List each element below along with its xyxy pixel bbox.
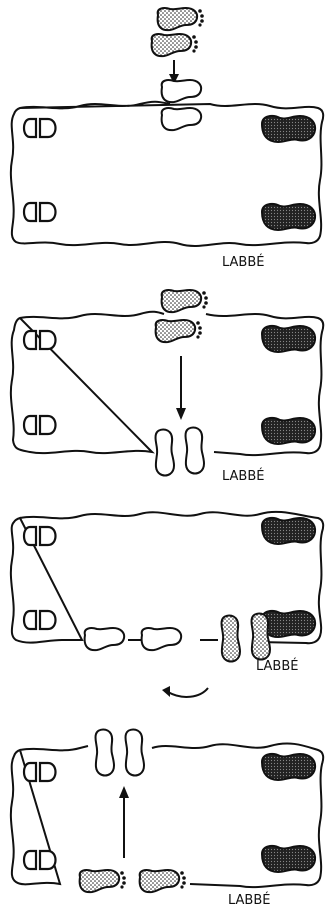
- start-foot-back: [152, 34, 198, 56]
- left-toe-marker-bottom: [24, 203, 56, 221]
- left-toe-marker-bottom: [24, 851, 56, 869]
- trail-foot-left: [85, 628, 125, 650]
- opponent-foot-top: [262, 518, 315, 544]
- landing-foot-left: [95, 730, 114, 776]
- landing-foot-back: [162, 108, 202, 130]
- artist-signature: LABBÉ: [222, 254, 265, 270]
- opponent-foot-bottom: [262, 204, 315, 230]
- arrow-head: [119, 786, 129, 798]
- left-toe-marker-bottom: [24, 416, 56, 434]
- start-foot-front: [158, 8, 204, 30]
- rotation-arrow: [168, 688, 208, 697]
- pivot-foot-right: [251, 614, 270, 660]
- panel-4: LABBÉ: [11, 730, 323, 909]
- left-toe-marker-top: [24, 527, 56, 545]
- left-toe-marker-bottom: [24, 611, 56, 629]
- opponent-foot-top: [262, 326, 315, 352]
- trail-foot-right: [142, 628, 182, 650]
- opponent-foot-bottom: [262, 611, 315, 637]
- start-foot-back: [156, 320, 202, 342]
- opponent-foot-top: [262, 116, 315, 142]
- start-foot-right: [140, 870, 186, 892]
- start-foot-front: [162, 290, 208, 312]
- arrow-head: [162, 686, 170, 697]
- left-toe-marker-top: [24, 331, 56, 349]
- opponent-foot-top: [262, 754, 315, 780]
- start-foot-left: [80, 870, 126, 892]
- landing-foot-front: [162, 80, 202, 102]
- landing-foot-right: [185, 428, 204, 474]
- arrow-head: [176, 408, 186, 420]
- left-toe-marker-top: [24, 763, 56, 781]
- artist-signature: LABBÉ: [222, 468, 265, 484]
- panel-1: LABBÉ: [11, 8, 323, 270]
- artist-signature: LABBÉ: [228, 892, 271, 908]
- opponent-foot-bottom: [262, 846, 315, 872]
- artist-signature: LABBÉ: [256, 658, 299, 674]
- panel-2: LABBÉ: [11, 290, 323, 484]
- left-toe-marker-top: [24, 119, 56, 137]
- panel-3: LABBÉ: [11, 512, 323, 697]
- landing-foot-left: [155, 430, 174, 476]
- opponent-foot-bottom: [262, 418, 315, 444]
- pivot-foot-left: [221, 616, 240, 662]
- landing-foot-right: [125, 730, 144, 776]
